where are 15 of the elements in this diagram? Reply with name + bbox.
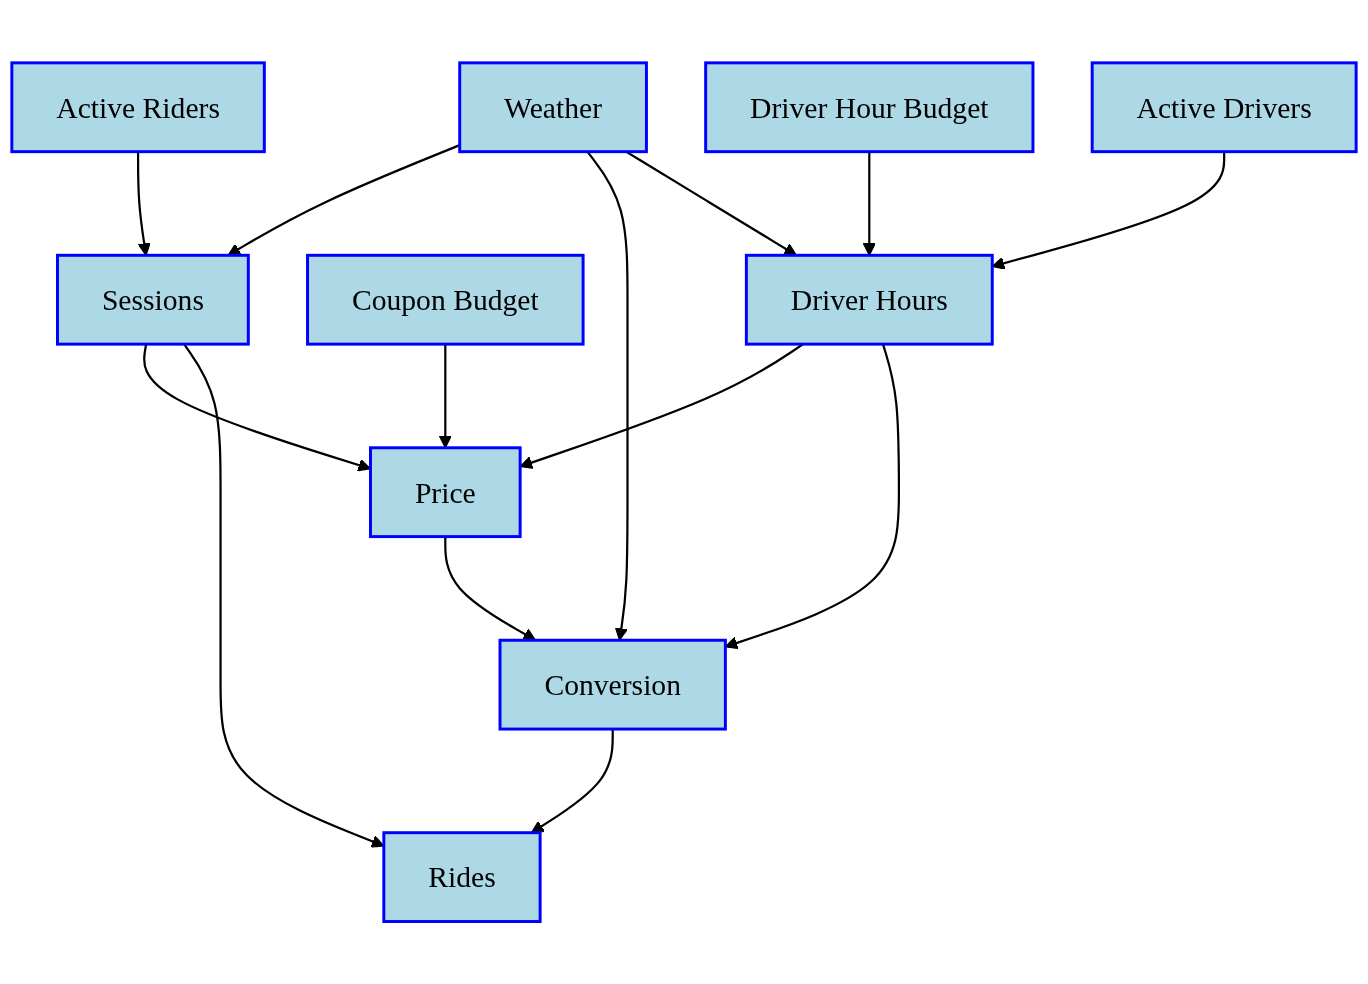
node-box: Active Riders: [10, 61, 266, 153]
node-box: Price: [369, 446, 522, 538]
node-box: Rides: [382, 831, 542, 923]
node-box: Coupon Budget: [306, 253, 585, 346]
node-box: Driver Hours: [744, 253, 994, 346]
arrow: [724, 343, 901, 649]
node-box: Conversion: [498, 638, 727, 731]
arrow: [137, 151, 151, 256]
arrow: [530, 728, 614, 834]
node-box: Driver Hour Budget: [704, 61, 1035, 153]
node-box: Weather: [458, 61, 648, 153]
arrow: [444, 536, 537, 641]
node-box: Sessions: [56, 253, 250, 346]
node-box: Active Drivers: [1090, 61, 1358, 153]
arrow: [862, 151, 876, 256]
